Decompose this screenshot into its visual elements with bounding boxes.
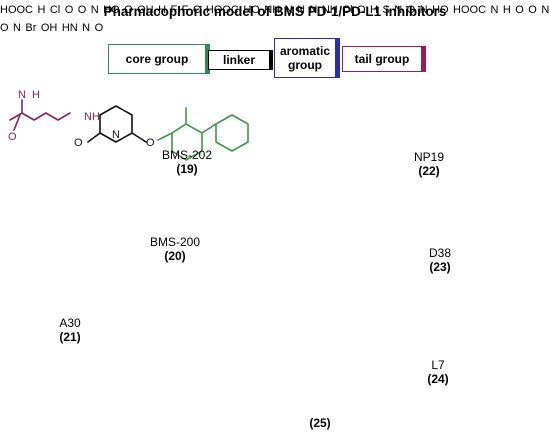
atom-n: N: [112, 129, 120, 141]
atom-h: H: [32, 89, 40, 101]
compound-name: D38: [428, 246, 451, 260]
atom-n: N: [297, 4, 305, 16]
atom-o: O: [146, 137, 155, 149]
atom-nh: NH: [321, 4, 338, 16]
atom-n: N: [90, 4, 99, 16]
structure-22: HOOC H Cl O O N: [0, 0, 103, 17]
compound-22-caption: NP19 (22): [404, 150, 454, 178]
atom-o: O: [124, 4, 133, 16]
atom-nh: NH: [84, 111, 100, 123]
phenyl-ring: [215, 114, 249, 152]
atom-o: O: [528, 4, 537, 16]
compound-number: (21): [59, 330, 81, 344]
legend-tail-group: tail group: [342, 46, 426, 72]
atom-n: N: [284, 4, 293, 16]
atom-cl: Cl: [49, 4, 61, 16]
atom-h: H: [158, 4, 167, 16]
compound-number: (24): [427, 372, 449, 386]
atom-ho: HO: [243, 4, 260, 16]
atom-h: H: [37, 4, 46, 16]
atom-n: N: [419, 4, 428, 16]
compound-20-caption: BMS-200 (20): [140, 235, 210, 263]
legend-linker-label: linker: [222, 53, 255, 67]
compound-number: (23): [429, 260, 451, 274]
atom-cooh: HOOC: [0, 4, 33, 16]
atom-cooh: HOOC: [453, 4, 487, 16]
atom-o: O: [357, 4, 366, 16]
legend-tail-label: tail group: [354, 52, 410, 66]
legend-aromatic-group: aromatic group: [274, 38, 340, 78]
atom-h: H: [502, 4, 511, 16]
compound-25-caption: (25): [300, 416, 340, 430]
atom-o: O: [64, 4, 74, 16]
atom-o: O: [77, 4, 87, 16]
compound-21-caption: A30 (21): [50, 316, 90, 344]
compound-number: (19): [176, 162, 198, 176]
atom-n: N: [309, 4, 318, 16]
structure-24: HO HOOC N H O O N O N Br: [0, 0, 549, 35]
legend-aromatic-label: aromatic group: [279, 44, 331, 72]
compound-name: A30: [59, 316, 81, 330]
structure-25: OH HN N O: [41, 18, 103, 35]
atom-nh: NH: [264, 4, 281, 16]
bond: [9, 112, 71, 121]
atom-f: F: [181, 4, 189, 16]
structure-20: HO O OH H F F O: [103, 0, 206, 17]
structure-19: N H O NH N O O: [8, 89, 249, 161]
compound-number: (20): [164, 249, 186, 263]
atom-n: N: [541, 4, 550, 16]
atom-oh: OH: [40, 22, 58, 34]
atom-cl: Cl: [342, 4, 353, 16]
atom-n: N: [13, 22, 21, 34]
atom-o: O: [74, 137, 83, 149]
atom-hn: HN: [61, 22, 78, 34]
structure-23: HOOC HO NH N N N NH Cl: [206, 0, 357, 17]
atom-br: Br: [25, 22, 37, 34]
compound-name: L7: [431, 358, 445, 372]
compound-number: (22): [418, 164, 440, 178]
atom-n: N: [394, 4, 403, 16]
atom-cooh: HOOC: [205, 4, 239, 16]
bond: [87, 132, 101, 143]
bond: [13, 114, 21, 131]
legend-core-group: core group: [108, 44, 210, 74]
atom-s: S: [382, 4, 390, 16]
legend-core-label: core group: [125, 52, 189, 66]
atom-o: O: [515, 4, 524, 16]
atom-n: N: [82, 22, 91, 34]
atom-o: O: [192, 4, 202, 16]
compound-19-caption: BMS-202 (19): [152, 148, 222, 176]
compound-number: (25): [309, 416, 331, 430]
atom-n: N: [18, 89, 26, 101]
compound-24-caption: L7 (24): [418, 358, 458, 386]
compound-name: BMS-200: [149, 235, 201, 249]
atom-ho: HO: [432, 4, 449, 16]
page-title: Pharmacophoric model of BMS PD-1/PD-L1 i…: [103, 4, 447, 19]
atom-n: N: [490, 4, 499, 16]
atom-h: H: [370, 4, 378, 16]
atom-oh: OH: [137, 4, 154, 16]
atom-o: O: [406, 4, 416, 16]
bond: [157, 132, 173, 141]
legend-linker: linker: [208, 50, 273, 70]
structure-21: O H S N O N: [357, 0, 432, 17]
bond: [201, 123, 217, 134]
atom-f: F: [170, 4, 178, 16]
atom-o: O: [8, 131, 17, 143]
compound-23-caption: D38 (23): [420, 246, 460, 274]
atom-ho: HO: [103, 4, 120, 16]
atom-o: O: [94, 22, 104, 34]
atom-o: O: [0, 22, 9, 34]
bond: [131, 132, 147, 143]
compound-name: BMS-202: [161, 148, 213, 162]
compound-name: NP19: [413, 150, 445, 164]
